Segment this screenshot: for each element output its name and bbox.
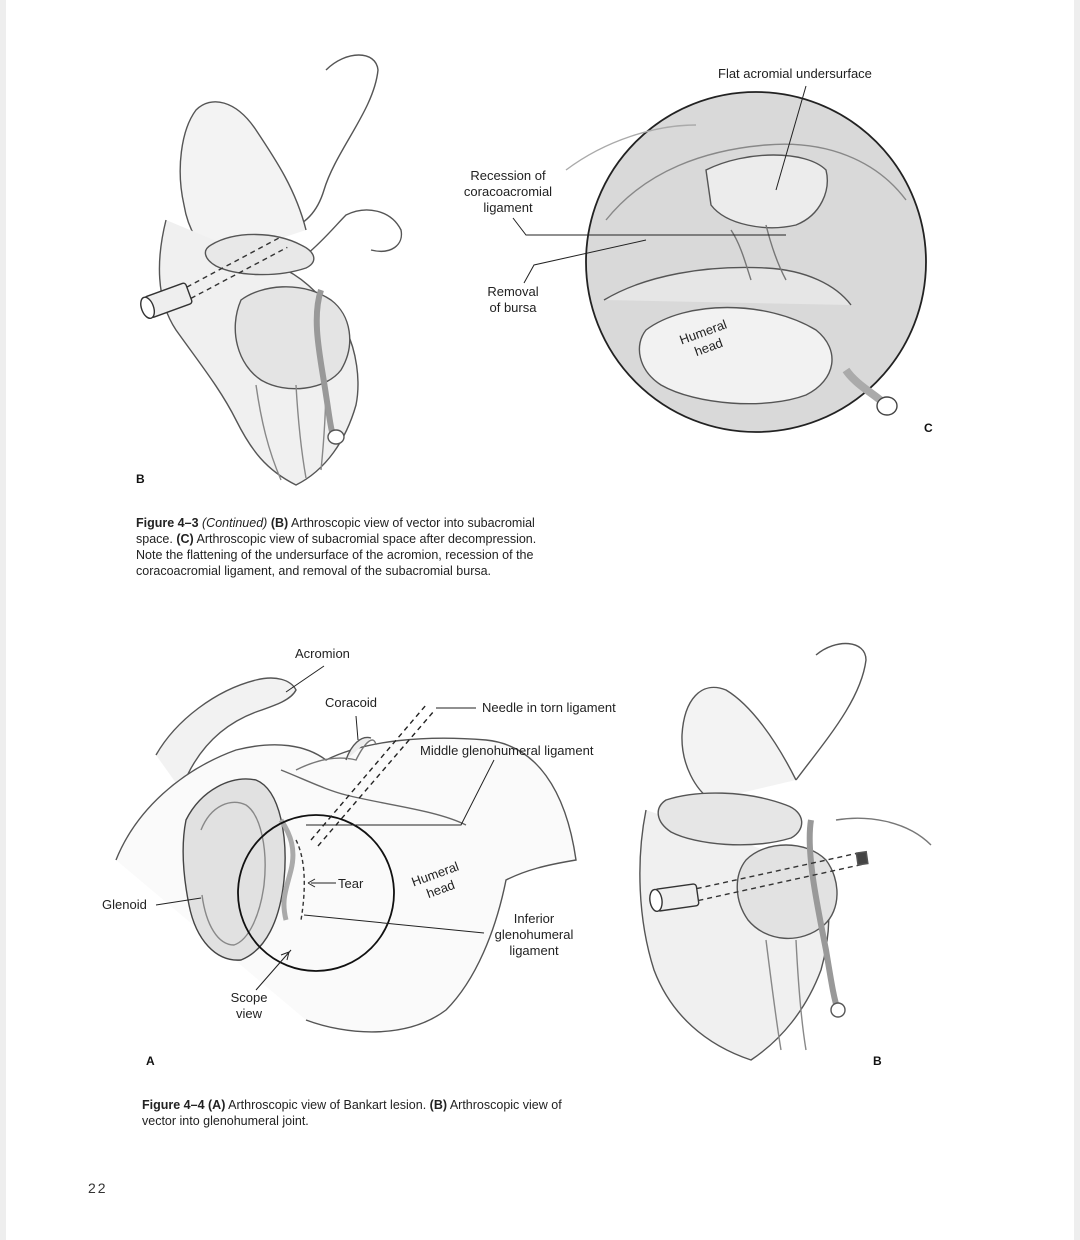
label-line-3: ligament [483,200,533,215]
label-line-2: of bursa [489,300,537,315]
label-recession-coracoacromial-ligament: Recession of coracoacromial ligament [458,168,558,216]
caption-tag-c: (C) [176,532,194,546]
panel-label-a: A [146,1054,155,1068]
label-scope-view: Scope view [222,990,276,1022]
label-line-2: coracoacromial [463,184,553,199]
caption-text-b: Arthroscopic view of vector into subacro… [136,516,535,546]
label-glenoid: Glenoid [102,897,147,912]
fig-4-3-c-illustration [512,85,927,433]
caption-continued: (Continued) [202,516,268,530]
caption-tag-a: (A) [208,1098,226,1112]
fig-4-3-b-illustration [140,54,403,486]
caption-figure-number: Figure 4–3 [136,516,199,530]
label-line-1: Removal [487,284,539,299]
panel-label-b: B [136,472,145,486]
fig-4-4-b-illustration [639,642,932,1061]
illustrations [115,54,932,1061]
label-line-1: Inferior [513,911,555,926]
page-number: 22 [88,1180,108,1196]
caption-tag-b: (B) [270,516,289,530]
caption-text-a: Arthroscopic view of Bankart lesion. [228,1098,427,1112]
label-removal-of-bursa: Removal of bursa [478,284,548,316]
caption-text-c: Arthroscopic view of subacromial space a… [136,532,537,578]
label-line-1: Recession of [470,168,546,183]
panel-label-b-4-4: B [873,1054,882,1068]
label-flat-acromial-undersurface: Flat acromial undersurface [718,66,872,81]
caption-text-b: Arthroscopic view of vector into glenohu… [142,1098,562,1128]
caption-tag-b: (B) [429,1098,448,1112]
label-inferior-glenohumeral-ligament: Inferior glenohumeral ligament [484,911,584,959]
panel-label-c: C [924,421,933,435]
label-line-3: ligament [509,943,559,958]
label-middle-glenohumeral-ligament: Middle glenohumeral ligament [420,743,594,758]
fig-4-4-a-illustration [115,665,577,1033]
label-line-2: glenohumeral [494,927,574,942]
label-coracoid: Coracoid [325,695,378,710]
caption-figure-number: Figure 4–4 [142,1098,205,1112]
label-line-1: Scope [230,990,268,1005]
label-acromion: Acromion [295,646,350,661]
label-tear: Tear [338,876,364,891]
figure-4-3-caption: Figure 4–3 (Continued) (B) Arthroscopic … [136,515,566,579]
label-line-2: view [235,1006,262,1021]
label-needle-in-torn-ligament: Needle in torn ligament [482,700,616,715]
document-page: Flat acromial undersurface Recession of … [6,0,1074,1240]
figure-4-4-caption: Figure 4–4 (A) Arthroscopic view of Bank… [142,1097,562,1129]
